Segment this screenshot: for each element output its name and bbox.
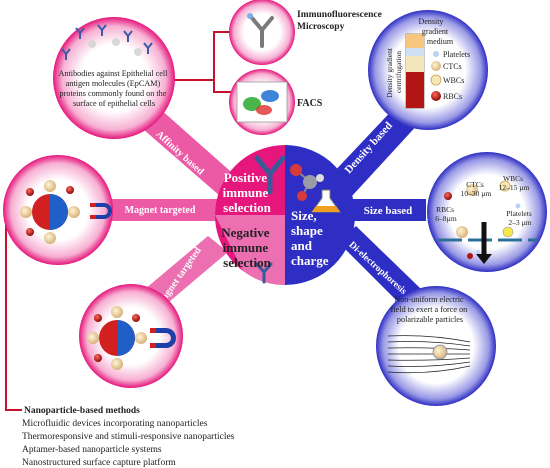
size-wbc-label: WBCs 12–15 µm	[499, 174, 530, 192]
negative-label: Negative immune selection	[221, 225, 273, 270]
center-circle: Positive immune selection Negative immun…	[215, 145, 355, 285]
physical-quadrant	[285, 145, 355, 285]
spoke-magnet-left: Magnet targeted	[108, 199, 218, 221]
magnet-left-label: Magnet targeted	[125, 205, 196, 216]
magnet-bottom-bubble	[79, 284, 183, 388]
size-bubble: WBCs 12–15 µm CTCs 10–30 µm RBCs 6–8µm P…	[427, 152, 547, 272]
size-platelet-label: Platelets 2–3 µm	[506, 209, 533, 227]
size-rbc-label: RBCs 6–8µm	[435, 205, 457, 223]
nanoparticle-item: Thermoresponsive and stimuli-responsive …	[22, 432, 235, 442]
magnet-icon	[90, 203, 112, 219]
facs-label: FACS	[297, 98, 323, 109]
antibody-icon	[254, 155, 286, 195]
nanoparticle-item: Aptamer-based nanoparticle systems	[22, 445, 162, 455]
nanoparticle-title: Nanoparticle-based methods	[24, 406, 140, 416]
facs-bubble: FACS	[229, 69, 323, 135]
density-medium-label: Density gradient medium	[419, 17, 454, 46]
spoke-size: Size based	[350, 199, 426, 221]
nanoparticle-item: Microfluidic devices incorporating nanop…	[22, 418, 208, 429]
positive-label: Positive immune selection	[223, 170, 272, 215]
if-label: Immunofluorescence Microscopy	[297, 10, 384, 32]
nanoparticle-methods: Nanoparticle-based methods Microfluidic …	[22, 406, 235, 468]
wbc-icon	[430, 74, 442, 86]
antibody-cluster-icon	[61, 24, 153, 60]
antibodies-bubble: Antibodies against Epithelial cell antig…	[53, 17, 175, 139]
flask-icon	[311, 189, 341, 213]
density-axis-label: Density gradient centrifugation	[385, 46, 403, 98]
ctc-icon	[431, 61, 441, 71]
size-label: Size based	[364, 205, 413, 217]
small-antibody-icon	[255, 262, 273, 284]
rbc-icon	[431, 91, 441, 101]
density-bubble: Density gradient medium Density gradient…	[368, 10, 488, 130]
nanoparticle-item: Nanostructured surface capture platform	[22, 457, 176, 468]
field-lines-icon	[387, 335, 471, 374]
dep-text: Non-uniform electric field to exert a fo…	[391, 295, 470, 324]
microscope-antibody-icon	[250, 16, 274, 48]
negative-quadrant	[243, 215, 285, 285]
magnet-icon-bottom	[150, 328, 176, 348]
size-ctc-label: CTCs 10–30 µm	[461, 180, 492, 198]
platelet-icon	[433, 51, 439, 57]
molecule-icon	[290, 164, 324, 201]
dep-bubble: Non-uniform electric field to exert a fo…	[376, 286, 496, 406]
positive-quadrant	[215, 145, 285, 215]
density-legend: Platelets CTCs WBCs RBCs	[443, 50, 472, 101]
physical-label: Size, shape and charge	[291, 208, 329, 268]
immunofluorescence-bubble: Immunofluorescence Microscopy	[229, 0, 384, 65]
antibodies-text: Antibodies against Epithelial cell antig…	[59, 69, 170, 108]
magnet-left-bubble	[3, 155, 113, 265]
